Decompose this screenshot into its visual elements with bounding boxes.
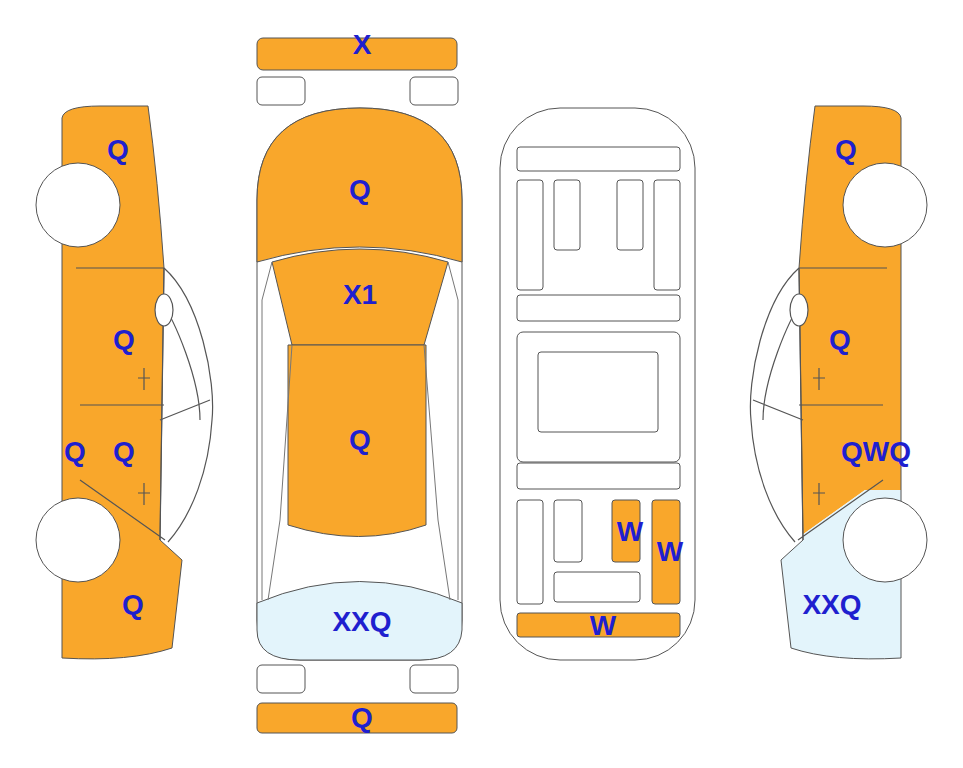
damage-code: Q bbox=[349, 175, 371, 205]
damage-panel: X1 bbox=[340, 279, 380, 311]
damage-code: Q bbox=[113, 325, 135, 355]
damage-code: X1 bbox=[343, 280, 377, 310]
damage-code: Q bbox=[351, 703, 373, 733]
damage-panel: Q bbox=[346, 174, 374, 206]
damage-code: X bbox=[353, 30, 372, 60]
damage-code: Q bbox=[349, 425, 371, 455]
damage-panel: W bbox=[654, 536, 686, 568]
damage-code: Q bbox=[113, 437, 135, 467]
damage-code: XXQ bbox=[332, 607, 391, 637]
damage-code: XXQ bbox=[802, 590, 861, 620]
damage-panel: Q bbox=[104, 134, 132, 166]
damage-code: Q bbox=[64, 437, 86, 467]
damage-code: Q bbox=[107, 135, 129, 165]
damage-panel: Q bbox=[110, 436, 138, 468]
damage-code: Q bbox=[122, 590, 144, 620]
damage-code: Q bbox=[835, 135, 857, 165]
damage-panel: QWQ bbox=[838, 436, 914, 468]
damage-panel: XXQ bbox=[329, 606, 394, 638]
damage-panel: XXQ bbox=[799, 589, 864, 621]
damage-panel: Q bbox=[346, 424, 374, 456]
damage-panel: Q bbox=[348, 702, 376, 734]
damage-code: W bbox=[617, 517, 643, 547]
damage-code: W bbox=[657, 537, 683, 567]
damage-panel: W bbox=[614, 516, 646, 548]
damage-code: W bbox=[590, 611, 616, 641]
damage-panel: Q bbox=[826, 324, 854, 356]
damage-code: QWQ bbox=[841, 437, 911, 467]
damage-code: Q bbox=[829, 325, 851, 355]
damage-panel: X bbox=[350, 29, 375, 61]
damage-panel: Q bbox=[110, 324, 138, 356]
damage-panel: Q bbox=[61, 436, 89, 468]
damage-panel: Q bbox=[832, 134, 860, 166]
damage-panel: Q bbox=[119, 589, 147, 621]
damage-panel: W bbox=[587, 610, 619, 642]
